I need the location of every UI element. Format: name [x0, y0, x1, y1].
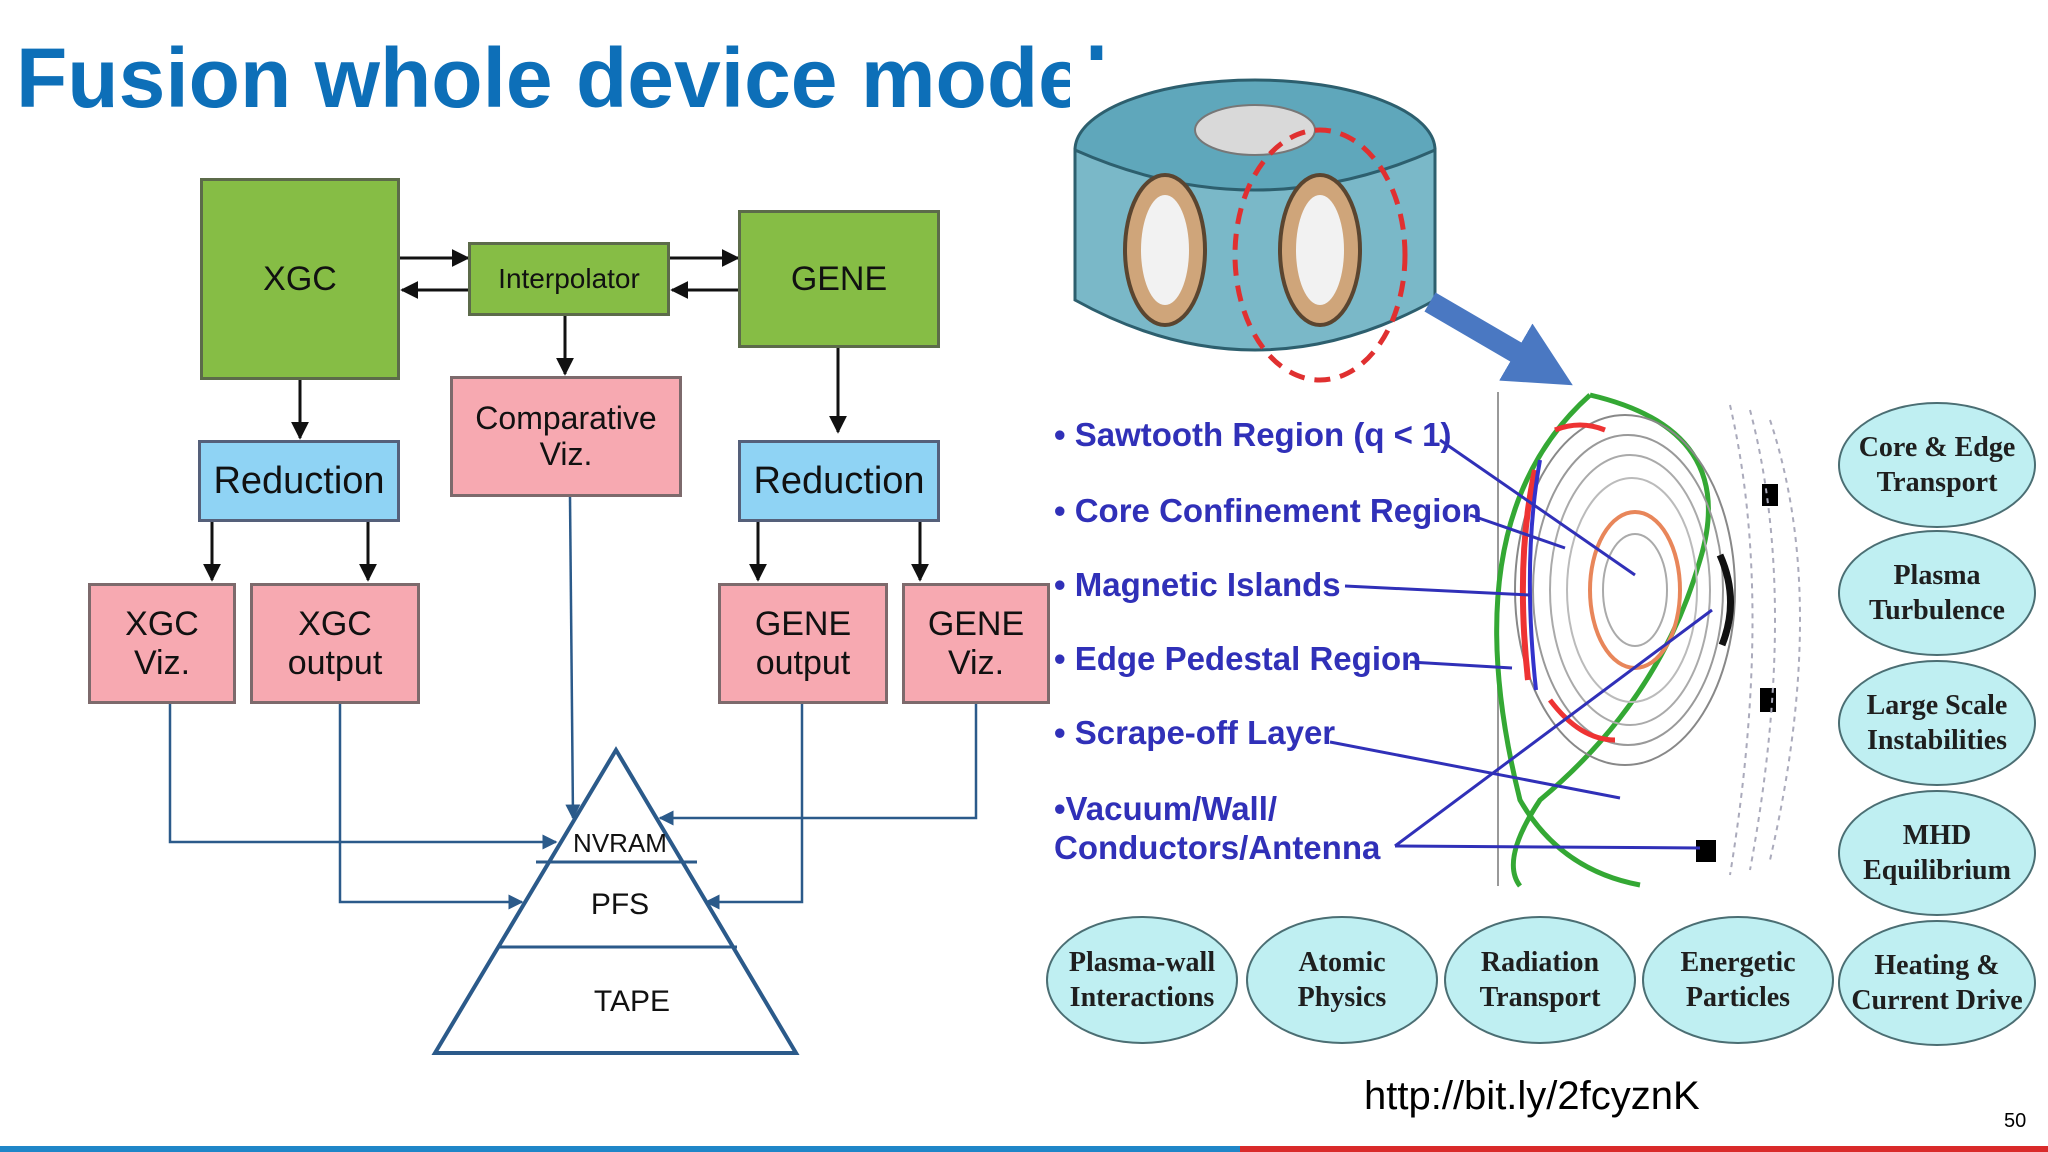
plasma-cross-section: [1494, 392, 1801, 888]
oval-radiation-transport: Radiation Transport: [1444, 916, 1636, 1044]
xgc-box: XGC: [200, 178, 400, 380]
source-url[interactable]: http://bit.ly/2fcyznK: [1364, 1074, 1700, 1118]
conn-compviz-nvram: [565, 496, 581, 820]
footer-bar-blue: [0, 1146, 1240, 1152]
slide-title: Fusion whole device model: [16, 31, 1109, 125]
storage-pyramid: [431, 746, 800, 1055]
region-pointers: [1329, 438, 1713, 850]
tokamak-illustration: [1070, 60, 1573, 386]
page-number: 50: [2004, 1110, 2027, 1132]
conn-geneviz-nvram: [658, 704, 978, 826]
xgc-output-box: XGC output: [250, 583, 420, 704]
oval-large-scale-instabilities: Large Scale Instabilities: [1838, 660, 2036, 786]
oval-atomic-physics: Atomic Physics: [1246, 916, 1438, 1044]
gene-output-box: GENE output: [718, 583, 888, 704]
conn-xgcout-pfs: [338, 704, 524, 910]
gene-box: GENE: [738, 210, 940, 348]
nvram-label: NVRAM: [573, 828, 667, 858]
tape-label: TAPE: [593, 985, 671, 1018]
reduction-right-box: Reduction: [738, 440, 940, 522]
region-edge-pedestal: • Edge Pedestal Region: [1054, 640, 1422, 677]
region-core-confinement: • Core Confinement Region: [1054, 492, 1482, 529]
xgc-viz-box: XGC Viz.: [88, 583, 236, 704]
oval-plasma-turbulence: Plasma Turbulence: [1838, 530, 2036, 656]
footer-bar-red: [1240, 1146, 2048, 1152]
conn-xgcviz-nvram: [168, 704, 558, 850]
reduction-left-box: Reduction: [198, 440, 400, 522]
region-sawtooth: • Sawtooth Region (q < 1): [1054, 416, 1452, 453]
interpolator-box: Interpolator: [468, 242, 670, 316]
region-vacuum-wall: •Vacuum/Wall/ Conductors/Antenna: [1054, 790, 1381, 866]
conn-geneout-pfs: [704, 704, 804, 910]
gene-viz-box: GENE Viz.: [902, 583, 1050, 704]
oval-core-edge-transport: Core & Edge Transport: [1838, 402, 2036, 528]
region-scrape-off: • Scrape-off Layer: [1054, 714, 1336, 751]
oval-heating-current-drive: Heating & Current Drive: [1838, 920, 2036, 1046]
oval-plasma-wall: Plasma-wall Interactions: [1046, 916, 1238, 1044]
region-magnetic-islands: • Magnetic Islands: [1054, 566, 1341, 603]
pfs-label: PFS: [590, 888, 650, 921]
comparative-viz-box: Comparative Viz.: [450, 376, 682, 497]
oval-mhd-equilibrium: MHD Equilibrium: [1838, 790, 2036, 916]
oval-energetic-particles: Energetic Particles: [1642, 916, 1834, 1044]
